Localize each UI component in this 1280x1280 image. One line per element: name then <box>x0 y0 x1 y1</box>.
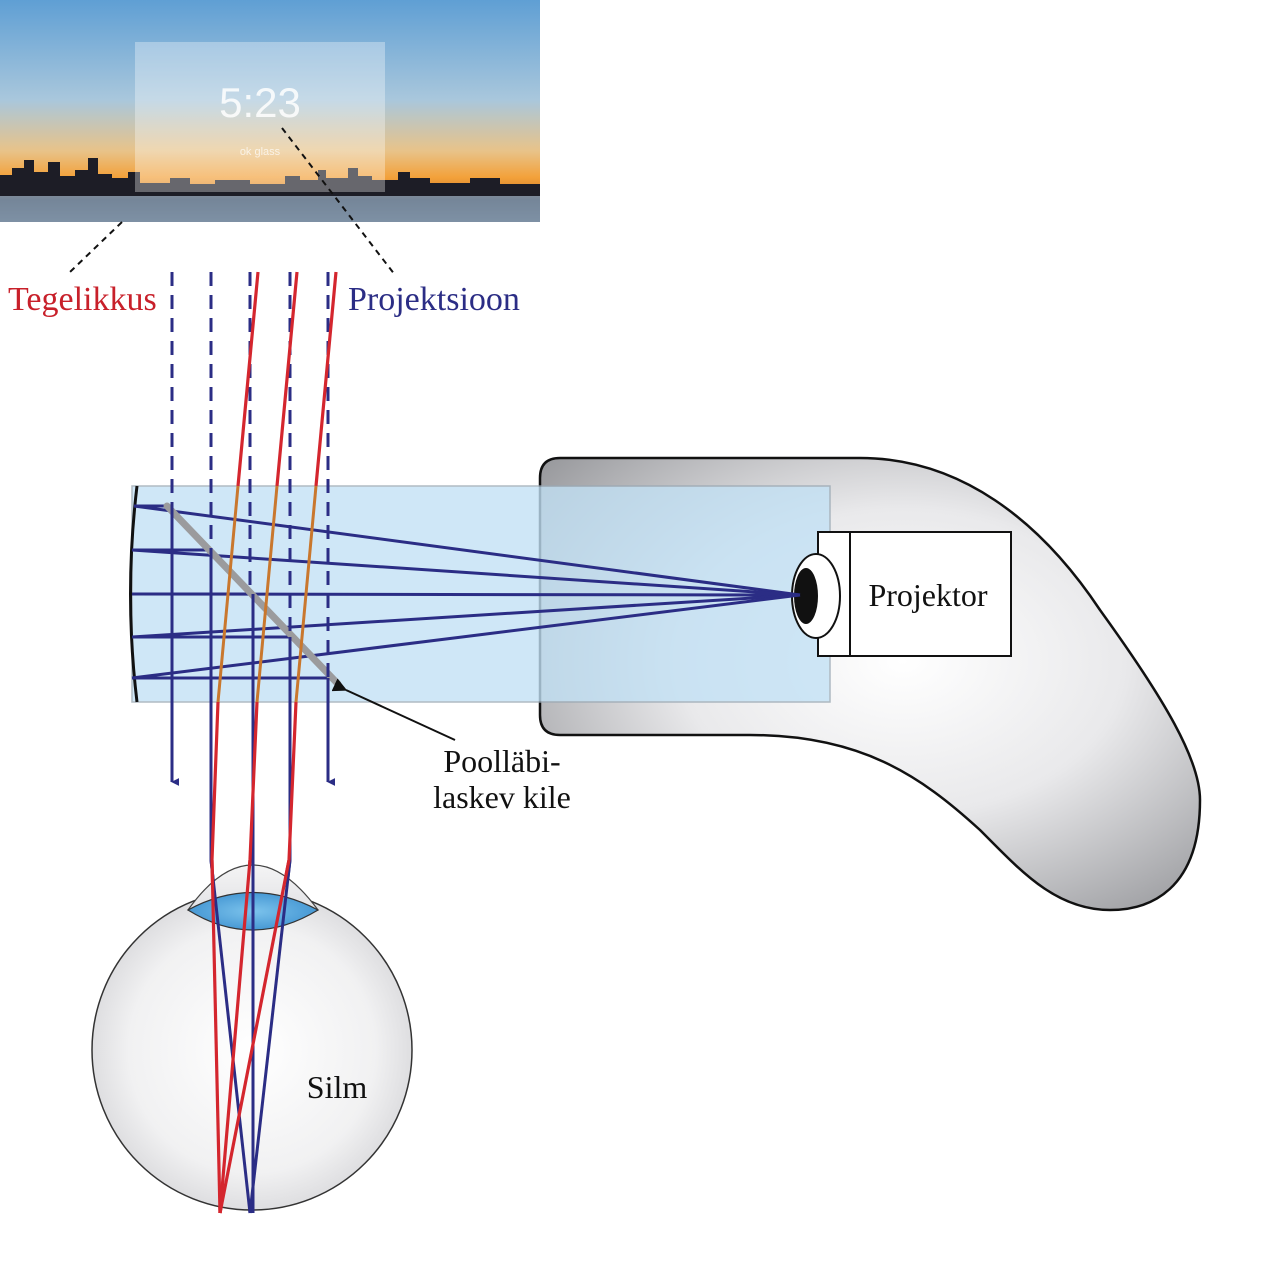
reality-ray-3-overlay <box>218 859 291 1214</box>
clock-time: 5:23 <box>219 79 301 126</box>
eye-label: Silm <box>307 1069 368 1105</box>
reality-ray-3-upper <box>314 271 338 487</box>
reality-ray-3-prism <box>294 485 318 703</box>
projection-dashed-lines <box>170 272 330 678</box>
projection-label: Projektsioon <box>348 281 520 318</box>
reality-label: Tegelikkus <box>8 281 157 318</box>
reality-rays-in-prism <box>216 485 318 703</box>
splitter-label-line2: laskev kile <box>433 779 571 815</box>
preview-photo: 5:23 ok glass <box>0 0 540 222</box>
fan-ray-2 <box>131 548 801 597</box>
prism-reflector-surface <box>129 485 139 703</box>
city-skyline <box>0 158 540 196</box>
projection-fan-rays <box>131 504 801 680</box>
fan-ray-4 <box>131 593 801 639</box>
projection-eye-ray-1-overlay <box>209 859 252 1214</box>
reality-ray-1-upper <box>236 271 260 487</box>
splitter-pointer-arrow <box>331 678 456 741</box>
splitter-label-line1: Poolläbi- <box>443 743 560 779</box>
projector-label: Projektor <box>868 577 987 613</box>
reality-ray-2-upper <box>275 271 299 487</box>
reality-ray-2-prism <box>255 485 279 703</box>
eye-rays-overlay <box>209 859 292 1214</box>
projection-eye-ray-3-overlay <box>248 859 292 1214</box>
water <box>0 196 540 222</box>
reality-ray-1-prism <box>216 485 240 703</box>
fan-ray-5 <box>131 593 801 680</box>
projection-leader-line <box>281 127 396 276</box>
projector-lens-icon <box>791 553 841 639</box>
reality-ray-2-overlay <box>218 859 252 1214</box>
clock-subtitle: ok glass <box>240 146 281 158</box>
fan-ray-1 <box>133 504 801 597</box>
projection-screen <box>135 42 385 192</box>
reality-rays-upper <box>236 271 338 487</box>
reality-ray-1-overlay <box>210 859 222 1214</box>
reality-leader-line <box>69 221 123 273</box>
